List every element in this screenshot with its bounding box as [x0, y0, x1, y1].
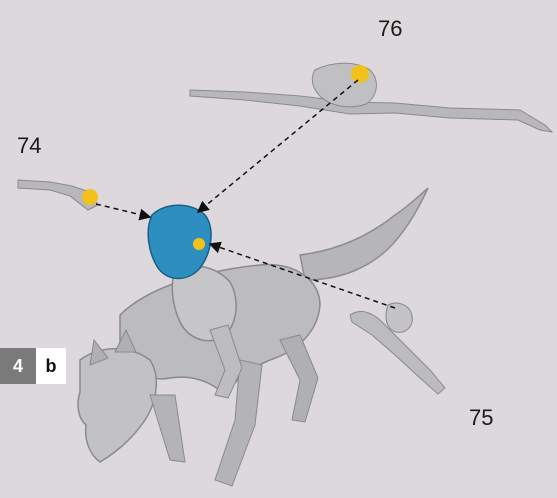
glue-point-74	[82, 189, 98, 205]
wolf-tail	[300, 188, 428, 280]
part-75-arm	[350, 303, 445, 394]
callout-76: 76	[378, 16, 402, 42]
callout-75: 75	[469, 405, 493, 431]
callout-74: 74	[17, 133, 41, 159]
arrow-74-to-head	[96, 204, 150, 217]
wolf-leg-rear	[280, 335, 318, 422]
part-74-arm	[18, 180, 98, 210]
glue-point-76	[351, 65, 369, 83]
glue-point-head	[193, 238, 205, 250]
step-sub: b	[36, 348, 66, 384]
wolf-head	[78, 349, 156, 462]
step-indicator: 4 b	[0, 348, 66, 384]
wolf-leg-front	[150, 395, 185, 462]
part-76-spear-arm	[190, 63, 552, 132]
step-number: 4	[0, 348, 36, 384]
